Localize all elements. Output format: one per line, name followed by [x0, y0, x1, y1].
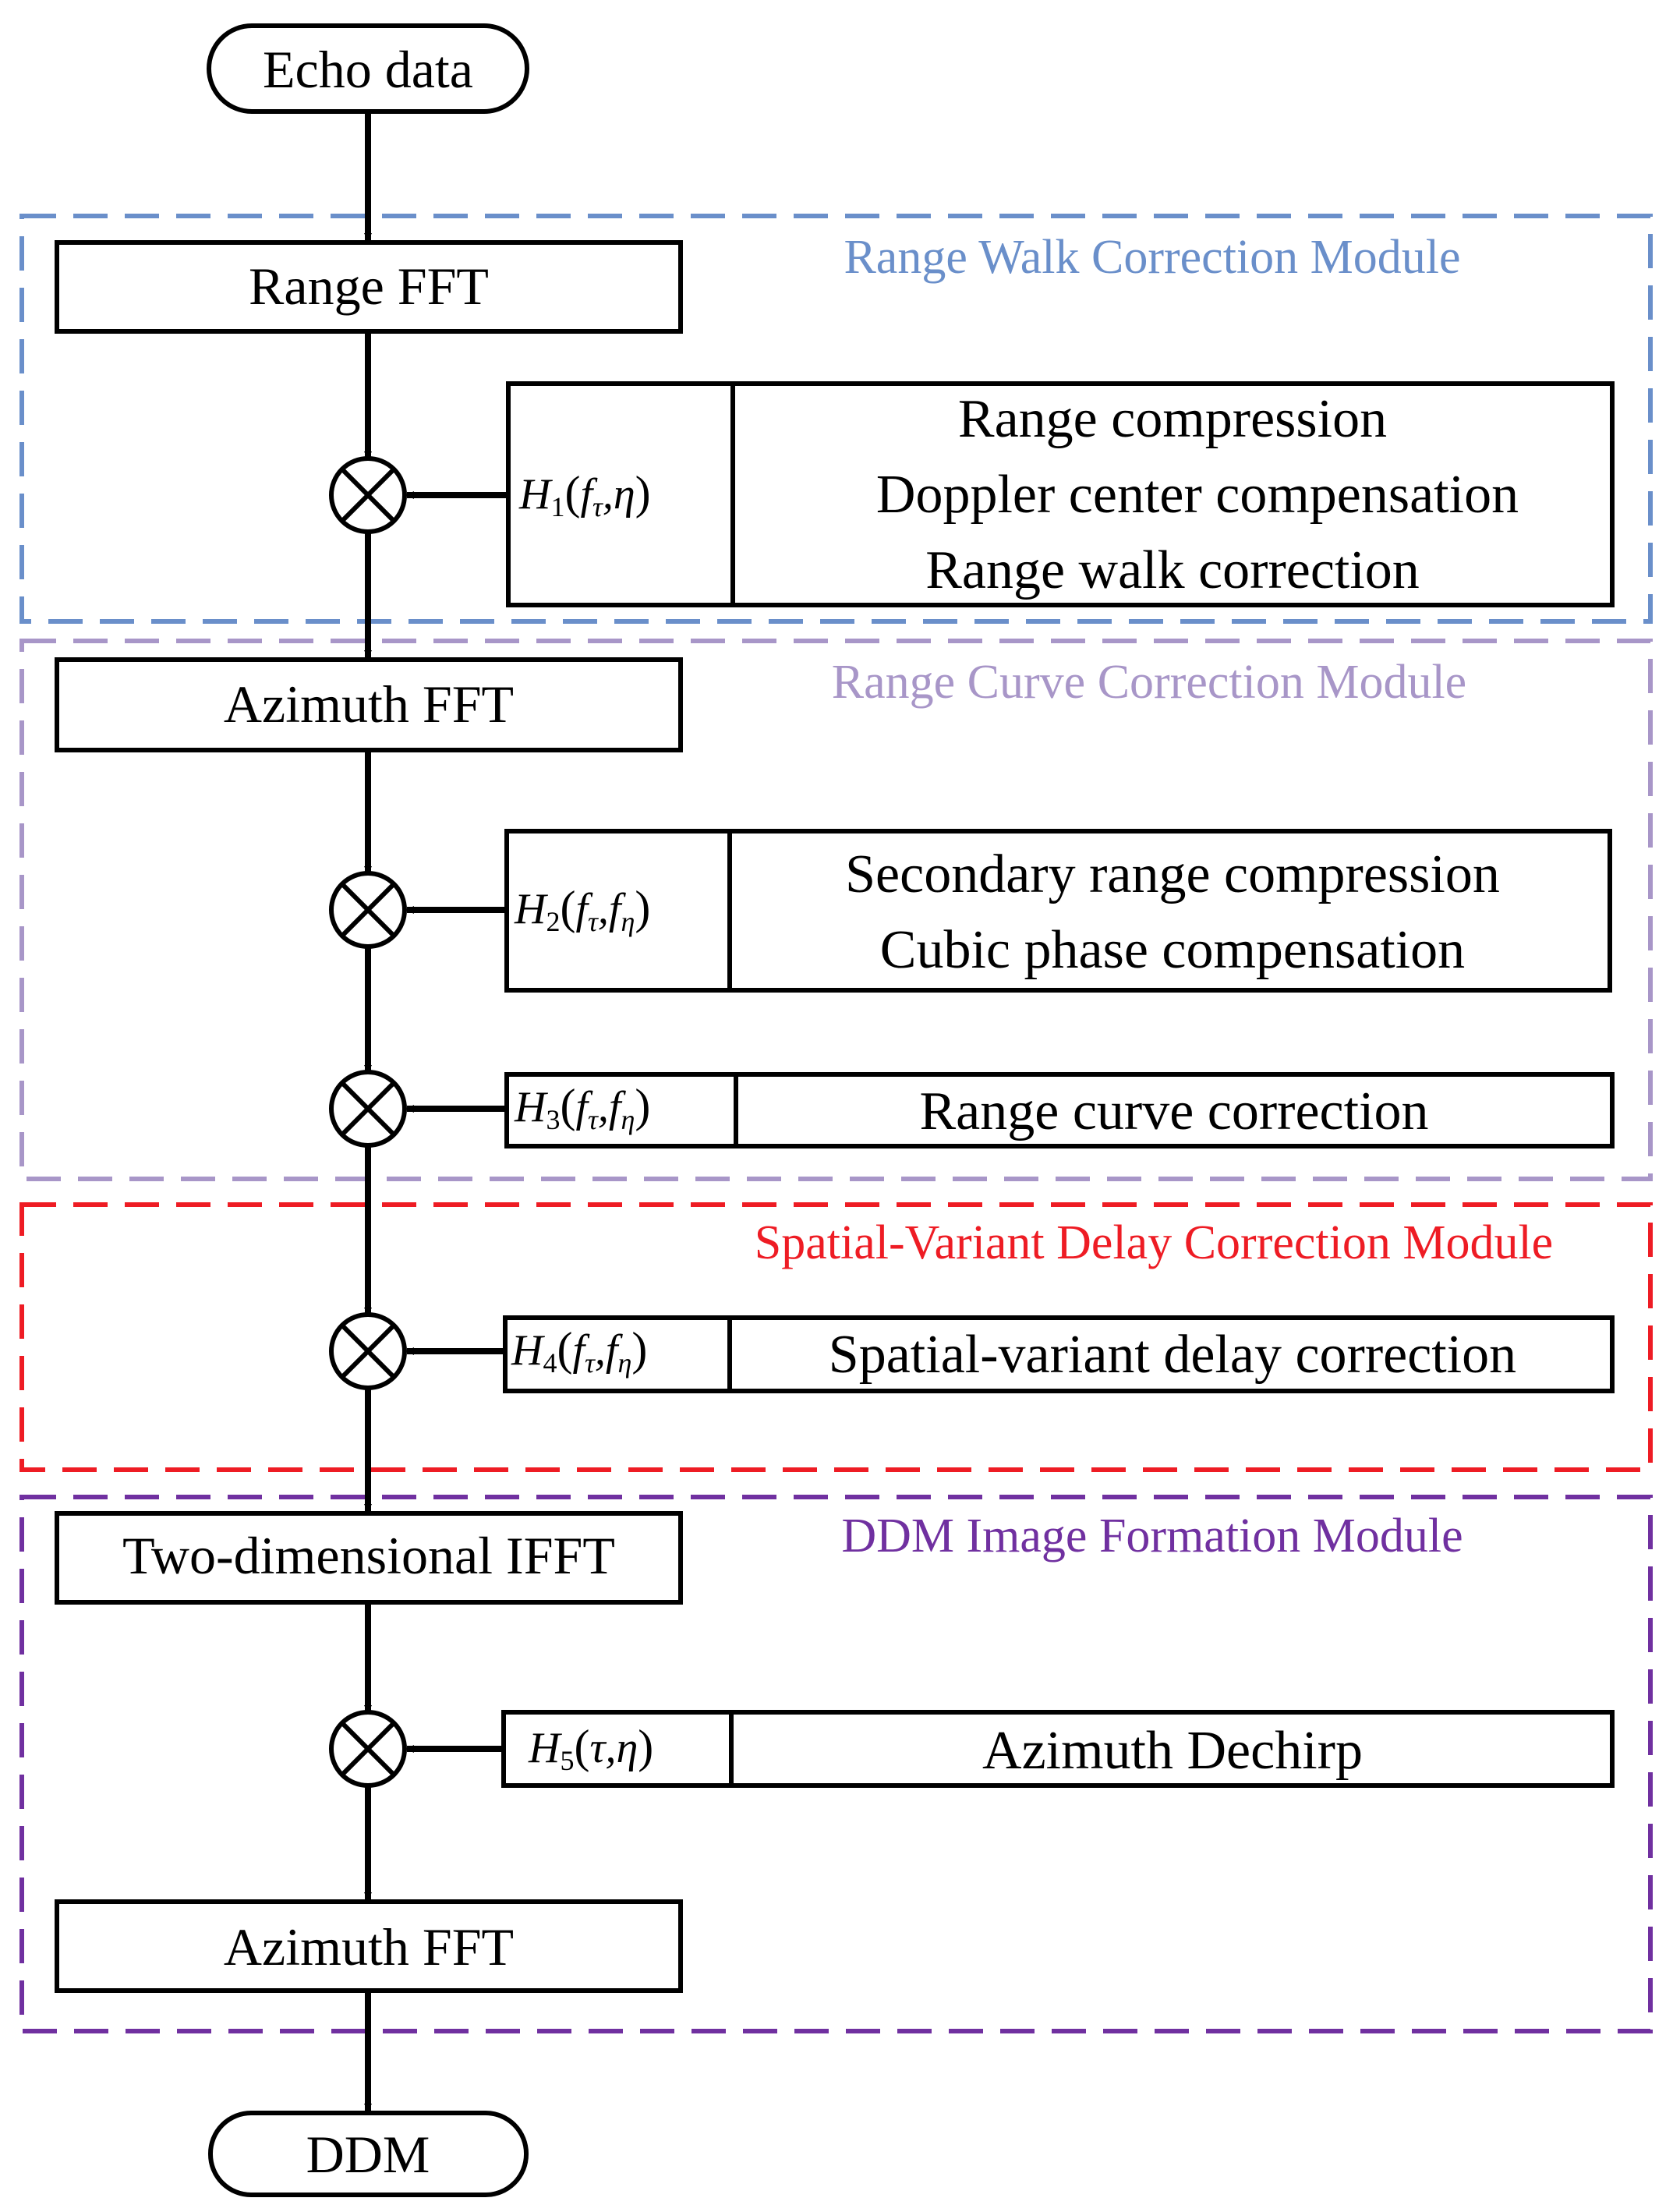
- multiplier-3: [329, 1070, 407, 1148]
- filter-h1-line-3: Range walk correction: [925, 540, 1420, 600]
- filter-box-h4: [503, 1315, 1615, 1393]
- filter-h5-symbol: H5(τ,η): [528, 1721, 653, 1776]
- two-dim-ifft-label: Two-dimensional IFFT: [122, 1526, 615, 1585]
- range-curve-module-title: Range Curve Correction Module: [832, 656, 1466, 709]
- range-fft-box: [55, 240, 683, 334]
- filter-box-h3: [504, 1072, 1615, 1148]
- filter-h1-line-2: Doppler center compensation: [876, 465, 1519, 525]
- filter-h2-symbol: H2(fτ,fη): [514, 882, 650, 937]
- filter-h4-symbol: H4(fτ,fη): [511, 1323, 647, 1379]
- filter-box-h1: [506, 381, 1615, 607]
- multiplier-1: [329, 456, 407, 534]
- azimuth-fft-box-2: [55, 1899, 683, 1993]
- filter-h2-line-1: Secondary range compression: [845, 844, 1500, 904]
- azimuth-fft-label-2: Azimuth FFT: [224, 1917, 514, 1977]
- end-terminal: [208, 2111, 529, 2197]
- multiplier-2: [329, 871, 407, 949]
- azimuth-fft-label-1: Azimuth FFT: [224, 674, 514, 734]
- start-terminal-label: Echo data: [263, 40, 473, 99]
- azimuth-fft-box-1: [55, 657, 683, 752]
- filter-h2-line-2: Cubic phase compensation: [880, 920, 1465, 980]
- range-walk-module-frame: [19, 214, 1653, 624]
- spatial-variant-module-title: Spatial-Variant Delay Correction Module: [755, 1216, 1553, 1269]
- filter-h3-line-1: Range curve correction: [919, 1081, 1428, 1141]
- filter-h1-symbol: H1(fτ,η): [518, 467, 651, 522]
- range-fft-label: Range FFT: [249, 257, 489, 316]
- multiplier-5: [329, 1710, 407, 1788]
- filter-box-h5: [501, 1710, 1615, 1788]
- spatial-variant-module-frame: [19, 1202, 1653, 1472]
- range-walk-module-title: Range Walk Correction Module: [844, 231, 1460, 284]
- two-dim-ifft-box: [55, 1511, 683, 1605]
- multiplier-4: [329, 1312, 407, 1390]
- end-terminal-label: DDM: [306, 2125, 430, 2184]
- filter-box-h2: [504, 829, 1612, 993]
- filter-h1-line-1: Range compression: [958, 389, 1387, 449]
- ddm-formation-module-title: DDM Image Formation Module: [841, 1509, 1463, 1563]
- start-terminal: [207, 23, 529, 114]
- filter-h4-line-1: Spatial-variant delay correction: [829, 1325, 1516, 1385]
- filter-h5-line-1: Azimuth Dechirp: [982, 1721, 1363, 1781]
